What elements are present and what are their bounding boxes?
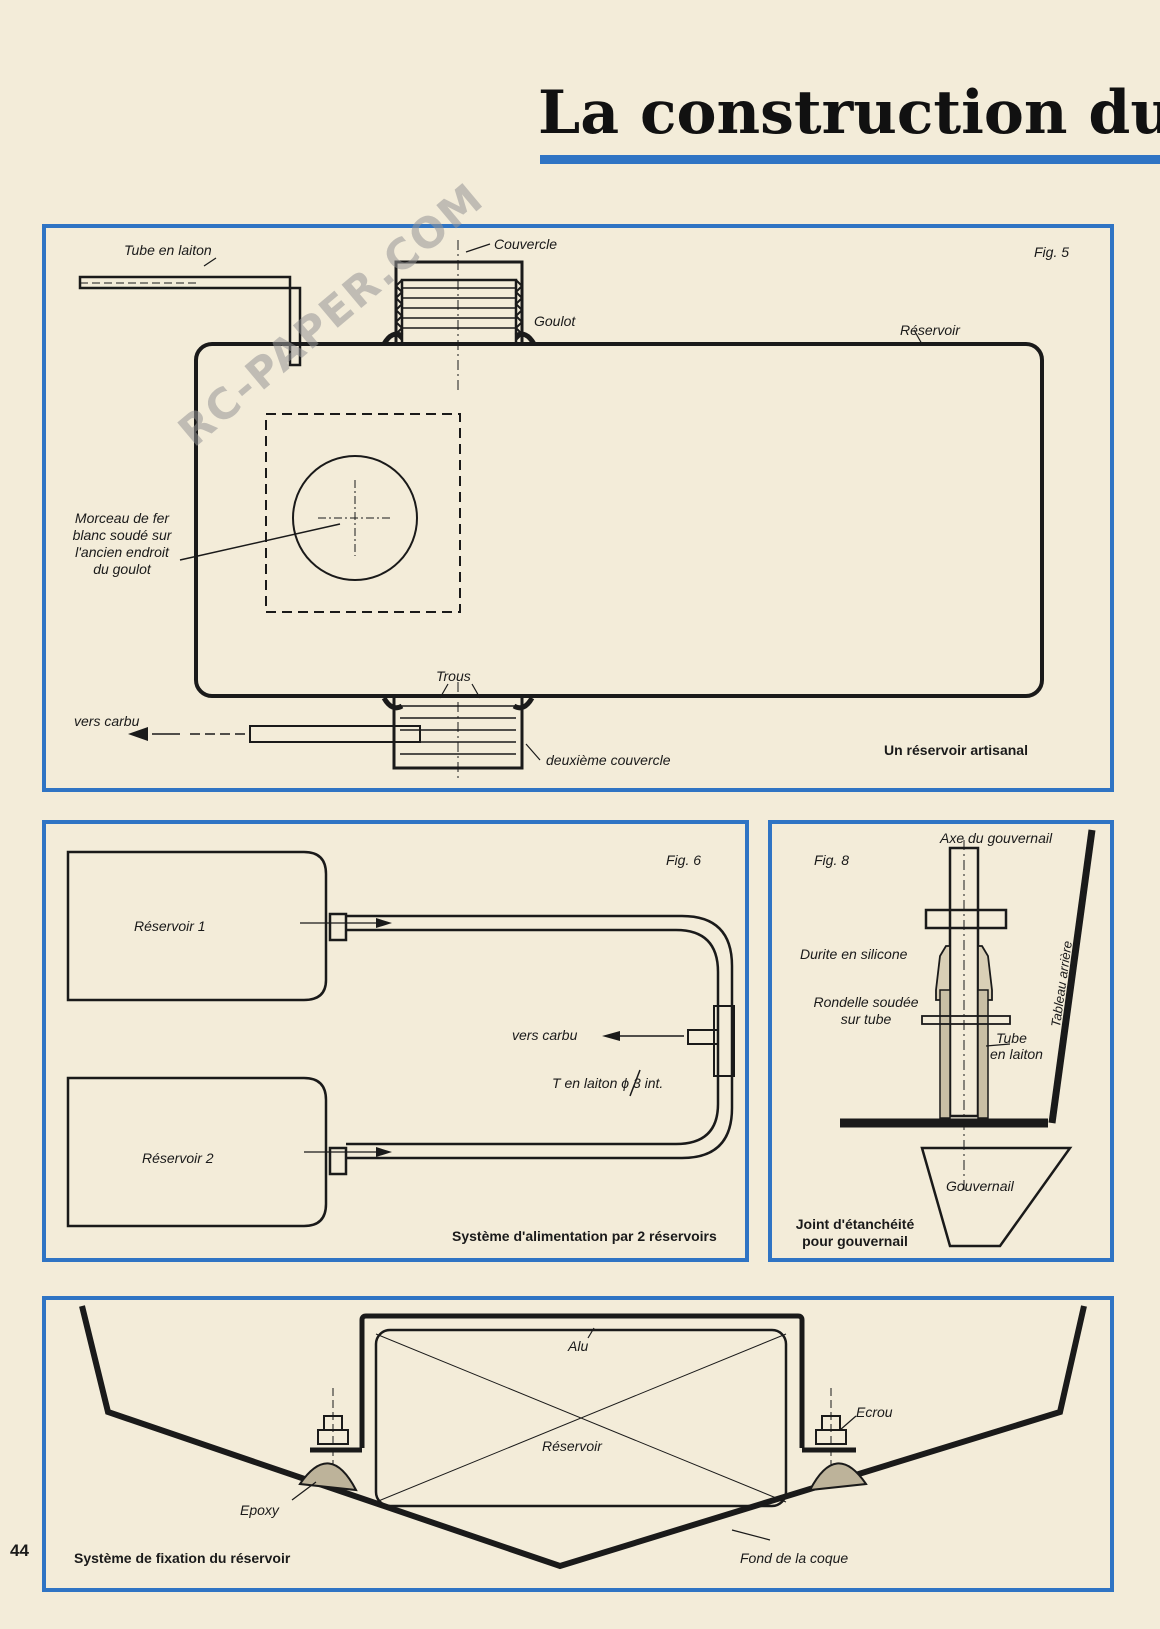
couvercle-label: Couvercle bbox=[494, 236, 558, 252]
tube-laiton-label: Tube en laiton bbox=[990, 1030, 1043, 1062]
fig8-drawing bbox=[840, 829, 1096, 1248]
axe-label: Axe du gouvernail bbox=[940, 830, 1053, 846]
alu-label: Alu bbox=[568, 1338, 589, 1354]
fig8-label: Fig. 8 bbox=[814, 852, 850, 868]
t-laiton-label: T en laiton ϕ 3 int. bbox=[552, 1075, 664, 1091]
goulot-label: Goulot bbox=[534, 313, 576, 329]
reservoir-1-label: Réservoir 1 bbox=[134, 918, 206, 934]
fixation-caption: Système de fixation du réservoir bbox=[74, 1550, 291, 1566]
tube-label: Tube en laiton bbox=[124, 242, 212, 258]
rondelle-label: Rondelle soudée sur tube bbox=[813, 994, 919, 1027]
fig8-frame bbox=[768, 820, 1114, 1262]
durite-label: Durite en silicone bbox=[800, 946, 908, 962]
gouvernail-label: Gouvernail bbox=[946, 1178, 1014, 1194]
fond-label: Fond de la coque bbox=[740, 1550, 849, 1566]
fig5-drawing bbox=[78, 240, 1044, 780]
reservoir-label: Réservoir bbox=[900, 322, 960, 338]
fixation-drawing bbox=[79, 1305, 1087, 1570]
fixation-frame bbox=[42, 1296, 1114, 1592]
fig6-frame bbox=[42, 820, 749, 1262]
reservoir-2-label: Réservoir 2 bbox=[142, 1150, 214, 1166]
trous-label: Trous bbox=[436, 668, 471, 684]
deuxieme-couvercle-label: deuxième couvercle bbox=[546, 752, 671, 768]
fig6-vers-carbu-label: vers carbu bbox=[512, 1027, 578, 1043]
fig5-frame bbox=[42, 224, 1114, 792]
fig6-label: Fig. 6 bbox=[666, 852, 702, 868]
fig6-drawing bbox=[66, 850, 735, 1228]
page-title: La construction du bbox=[538, 78, 1160, 148]
page-number: 44 bbox=[10, 1541, 29, 1560]
fix-reservoir-label: Réservoir bbox=[542, 1438, 602, 1454]
fig5-caption: Un réservoir artisanal bbox=[884, 742, 1028, 758]
fig6-caption: Système d'alimentation par 2 réservoirs bbox=[452, 1228, 717, 1244]
ecrou-label: Ecrou bbox=[856, 1404, 893, 1420]
epoxy-label: Epoxy bbox=[240, 1502, 279, 1518]
morceau-label: Morceau de fer blanc soudé sur l'ancien … bbox=[72, 510, 172, 577]
fig8-caption: Joint d'étanchéité pour gouvernail bbox=[795, 1216, 915, 1249]
fig5-label: Fig. 5 bbox=[1034, 244, 1070, 260]
title-underline bbox=[540, 155, 1160, 164]
vers-carbu-label: vers carbu bbox=[74, 713, 140, 729]
